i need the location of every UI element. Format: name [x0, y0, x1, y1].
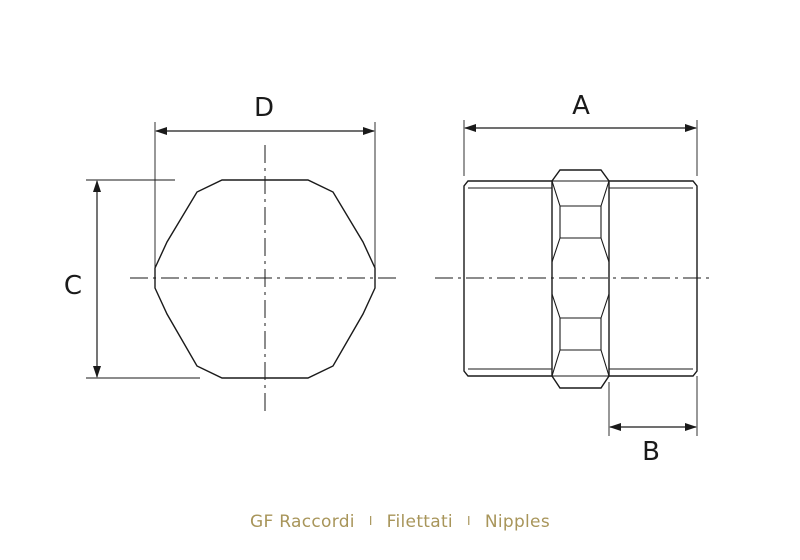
hex-outline	[154, 179, 376, 379]
hex-body-outline	[551, 169, 610, 389]
technical-drawing: D C A B	[64, 91, 712, 467]
footer-category: Filettati	[386, 512, 453, 532]
hex-middle-lower	[551, 293, 610, 319]
dim-a-label: A	[572, 91, 590, 121]
hex-upper-flat	[551, 180, 610, 207]
left-thread-section	[463, 180, 552, 377]
footer-separator-2: I	[466, 514, 471, 528]
footer-separator-1: I	[368, 514, 373, 528]
hex-lower-flat	[551, 349, 610, 377]
footer-brand: GF Raccordi	[250, 512, 355, 532]
hex-middle-upper	[551, 237, 610, 263]
dim-d-label: D	[254, 93, 274, 123]
footer-product: Nipples	[484, 512, 550, 532]
dim-b-label: B	[642, 437, 660, 467]
dim-c-label: C	[64, 271, 82, 301]
nipple-side-view	[435, 120, 712, 436]
hex-end-view	[86, 122, 400, 415]
footer-caption: GF Raccordi I Filettati I Nipples	[0, 512, 800, 532]
